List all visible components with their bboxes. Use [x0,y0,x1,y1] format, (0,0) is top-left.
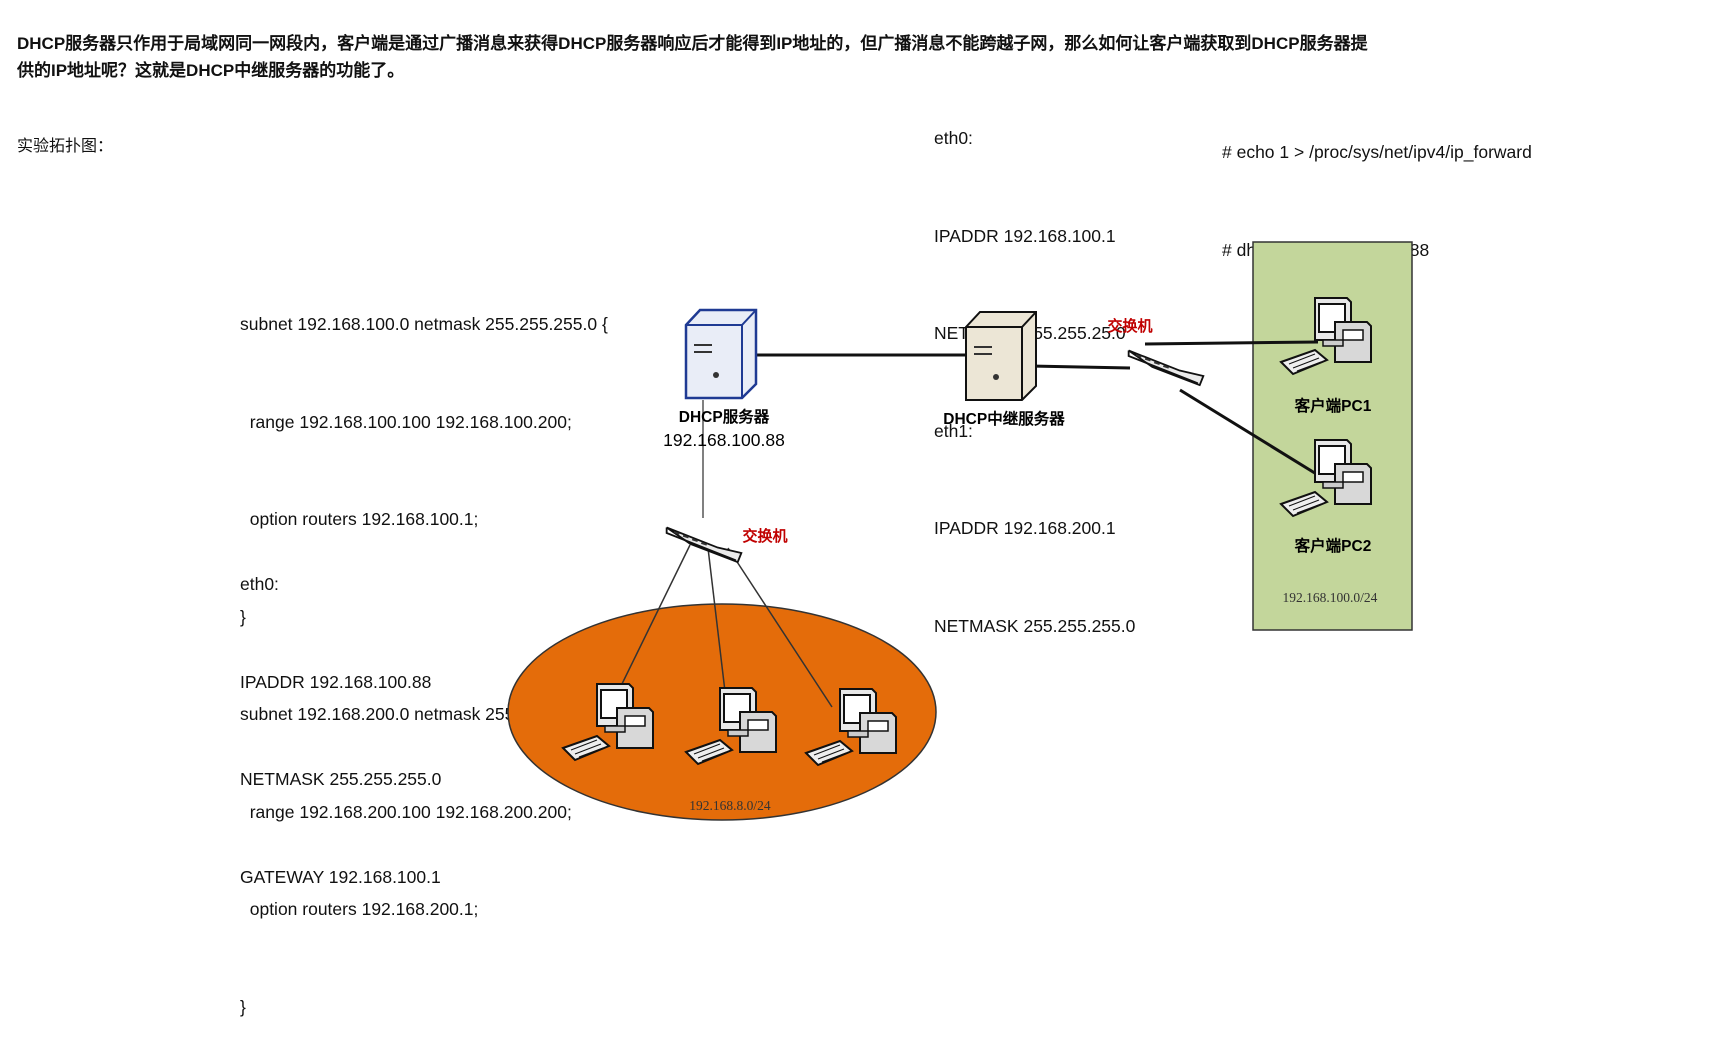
dhcpd-config-line: subnet 192.168.100.0 netmask 255.255.255… [240,314,608,334]
link-switch-host-c [727,547,833,708]
intro-line-1: DHCP服务器只作用于局域网同一网段内，客户端是通过广播消息来获得DHCP服务器… [17,34,1368,53]
relay-config-line: IPADDR 192.168.200.1 [934,518,1116,538]
relay-config-line: NETMASK 255.255.255.0 [934,615,1136,636]
dhcp-server-icon [684,308,758,400]
bottom-subnet-label: 192.168.8.0/24 [689,798,771,813]
server-eth0-line: IPADDR 192.168.100.88 [240,671,432,692]
relay-command-line: # echo 1 > /proc/sys/net/ipv4/ip_forward [1222,142,1532,162]
relay-server-icon [965,311,1037,401]
client-pc1-label: 客户端PC1 [1295,396,1372,415]
bottom-switch-icon [665,526,743,564]
link-relay-switch [1029,364,1131,370]
server-eth0-line: eth0: [240,574,279,594]
dhcp-server-label: DHCP服务器 [679,407,770,426]
topology-caption: 实验拓扑图： [17,138,114,155]
top-switch-icon [1127,349,1205,387]
relay-config-line: IPADDR 192.168.100.1 [934,225,1116,246]
server-eth0-line: NETMASK 255.255.255.0 [240,769,442,789]
intro-text: DHCP服务器只作用于局域网同一网段内，客户端是通过广播消息来获得DHCP服务器… [17,30,1577,84]
bottom-switch-label: 交换机 [742,527,787,545]
link-switch-pc1 [1144,340,1319,346]
dhcpd-config-line: } [240,996,246,1017]
link-switch-host-a [619,544,691,689]
right-subnet-label: 192.168.100.0/24 [1283,590,1378,605]
dhcp-server-ip: 192.168.100.88 [663,430,785,450]
relay-config-line: eth0: [934,128,973,148]
dhcpd-config-line: } [240,606,246,627]
relay-server-label: DHCP中继服务器 [943,409,1065,428]
client-pc2-label: 客户端PC2 [1295,536,1372,555]
topology-diagram: 192.168.100.0/24 192.168.8.0/24 DHCP服务器 … [507,241,1413,821]
top-switch-label: 交换机 [1107,317,1152,335]
server-eth0-line: GATEWAY 192.168.100.1 [240,866,441,887]
dhcpd-config-line: range 192.168.200.100 192.168.200.200; [240,801,572,822]
dhcpd-config-line: option routers 192.168.100.1; [240,509,479,529]
link-switch-pc2 [1179,388,1319,477]
dhcpd-config-line: range 192.168.100.100 192.168.100.200; [240,411,572,432]
relay-config-line: eth1: [934,420,973,441]
intro-line-2: 供的IP地址呢？这就是DHCP中继服务器的功能了。 [17,61,405,80]
link-switch-host-b [707,547,727,701]
